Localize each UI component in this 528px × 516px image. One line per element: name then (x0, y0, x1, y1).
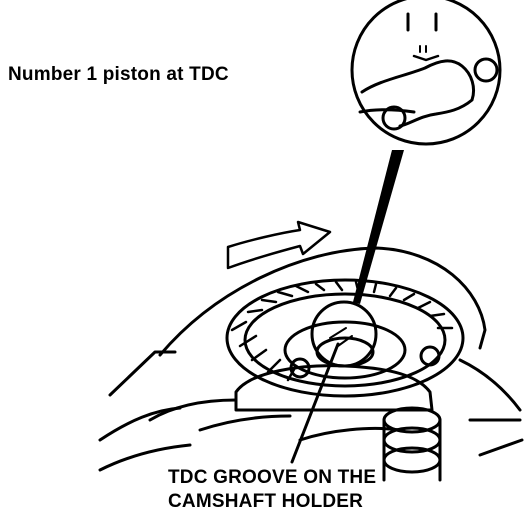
camshaft-pulley (225, 278, 465, 398)
detail-marker-circle (310, 300, 378, 368)
label-tdc-groove-line1: TDC GROOVE ON THE (168, 467, 377, 488)
detail-inset-circle (350, 0, 502, 146)
inset-bolt-left (381, 105, 407, 131)
pulley-teeth (230, 280, 454, 382)
inset-bolt-right (473, 57, 499, 83)
camshaft-end (382, 406, 442, 482)
inset-holder-shape (360, 59, 476, 128)
label-tdc-groove-line2: CAMSHAFT HOLDER (168, 491, 364, 512)
bolt-left (289, 357, 311, 379)
label-number1-piston-tdc: Number 1 piston at TDC (8, 64, 229, 85)
bolt-right (419, 345, 441, 367)
leader-to-inset (353, 150, 404, 304)
leader-to-groove (290, 342, 340, 464)
label-tdc-groove: TDC GROOVE ON THE CAMSHAFT HOLDER (168, 466, 376, 514)
pulley-hub (283, 320, 407, 380)
rotation-arrow (226, 220, 332, 270)
